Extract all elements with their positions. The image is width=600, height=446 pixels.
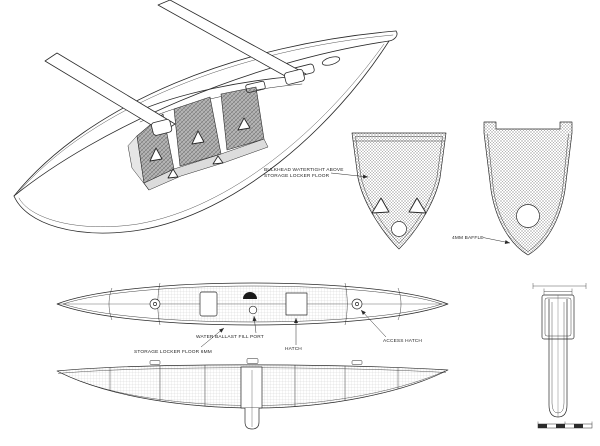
- lightening-hole: [212, 155, 224, 165]
- baffle-hole: [516, 204, 540, 228]
- cockpit-rim-outer: [133, 75, 300, 114]
- plan-seam: [108, 287, 113, 321]
- leader-lines: [200, 172, 511, 348]
- deck-oval-fitting: [321, 56, 341, 66]
- baffle-label: 4MM BAFFLE: [452, 235, 484, 241]
- main-hatch-opening: [285, 292, 308, 316]
- beam-mount-block: [151, 118, 173, 136]
- annotation-labels: BULKHEAD WATERTIGHT ABOVE STORAGE LOCKER…: [134, 167, 484, 355]
- plan-view: [56, 282, 449, 326]
- limber-hole: [371, 197, 390, 214]
- bulkhead-section-inner-line: [355, 136, 443, 244]
- access-hatch-label: ACCESS HATCH: [383, 338, 422, 344]
- water-ballast-leader-line: [252, 315, 257, 334]
- bulkhead-section-holes: [371, 197, 427, 237]
- plan-seam: [344, 282, 348, 326]
- hull-sheer-far-line: [13, 30, 397, 197]
- bulkhead-section-view: [351, 132, 447, 250]
- plan-seam: [397, 287, 402, 321]
- scale-bar-segment: [538, 424, 547, 428]
- bulkhead-label-line2: STORAGE LOCKER FLOOR: [264, 173, 330, 179]
- access-hatch-port: [351, 298, 363, 310]
- scale-bar: [537, 421, 593, 429]
- outrigger-beams: [44, 0, 307, 136]
- storage-locker-leader-line: [200, 327, 225, 348]
- lightening-holes: [149, 117, 251, 179]
- daggerboard-case: [240, 366, 263, 409]
- deck-fitting-profile: [149, 360, 161, 365]
- beam-mount-block: [284, 68, 305, 85]
- scale-bar-segment: [574, 424, 583, 428]
- scale-bar-segment: [556, 424, 565, 428]
- limber-hole: [408, 197, 427, 214]
- cockpit-rim-inner: [139, 83, 303, 123]
- filled-deck-fitting: [243, 292, 257, 299]
- forward-hatch-opening: [199, 291, 218, 317]
- water-ballast-fill-port: [248, 305, 258, 315]
- bulkhead-section-outline: [351, 132, 447, 250]
- lightening-hole: [191, 130, 205, 145]
- drain-hole: [391, 221, 407, 237]
- blade-detail-view: [532, 283, 587, 418]
- bulkhead-panel-3: [220, 86, 265, 151]
- hull-sheer-inner-line: [16, 34, 394, 195]
- baffle-leader-line: [482, 237, 511, 244]
- hull-sheer-near-line: [13, 40, 390, 197]
- lightening-hole: [149, 147, 163, 162]
- deck-fitting-profile: [246, 358, 259, 364]
- dimension-lines: [532, 283, 587, 295]
- hatch-label: HATCH: [285, 346, 302, 352]
- deck-hatch-outline: [245, 80, 266, 93]
- isometric-hull-view: [13, 0, 398, 234]
- side-elevation-view: [56, 358, 449, 430]
- access-hatch-leader-line: [360, 309, 387, 338]
- lightening-hole: [237, 117, 251, 131]
- storage-locker-label: STORAGE LOCKER FLOOR 6MM: [134, 349, 212, 355]
- bulkhead-leader-line: [330, 172, 369, 179]
- stern-cap-line: [388, 30, 398, 42]
- deck-fitting-profile: [351, 360, 363, 365]
- side-deck-line: [57, 367, 447, 374]
- deck-port-forward-center: [153, 302, 157, 306]
- bulkhead-label-line1: BULKHEAD WATERTIGHT ABOVE: [264, 167, 344, 173]
- access-hatch-port-center: [355, 302, 359, 306]
- hull-chine-line: [18, 43, 385, 227]
- water-ballast-label: WATER BALLAST FILL PORT: [196, 334, 264, 340]
- baffle-section-inner-line: [487, 133, 569, 252]
- lightening-hole: [167, 168, 179, 179]
- deck-port-forward: [149, 298, 161, 310]
- outrigger-beam-fwd: [44, 52, 176, 133]
- hull-bottom-line: [13, 40, 390, 234]
- baffle-section-view: [483, 121, 573, 256]
- outrigger-beam-aft: [157, 0, 307, 82]
- baffle-section-outline: [483, 121, 573, 256]
